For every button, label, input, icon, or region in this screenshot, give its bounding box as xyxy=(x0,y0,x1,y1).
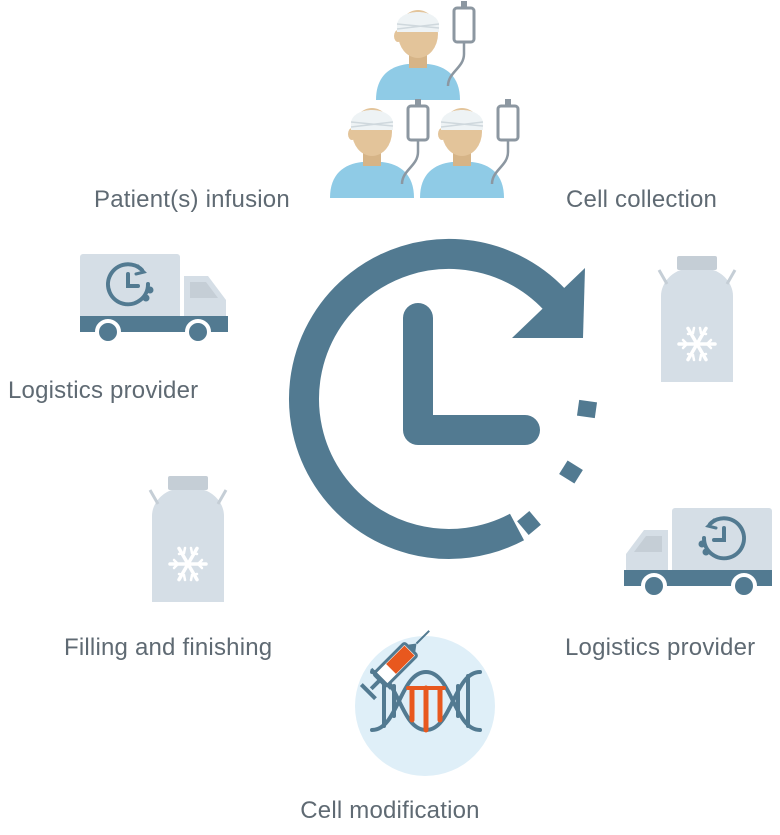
step-label-logistics-provider-right: Logistics provider xyxy=(565,634,756,661)
cryo-container-icon xyxy=(148,474,228,604)
step-label-cell-modification: Cell modification xyxy=(300,797,480,824)
clock-cycle-icon xyxy=(289,238,598,559)
step-label-cell-collection: Cell collection xyxy=(566,186,718,213)
step-label-logistics-provider-left: Logistics provider xyxy=(8,377,199,404)
step-label-filling-finishing: Filling and finishing xyxy=(64,634,273,661)
delivery-truck-icon xyxy=(78,252,230,345)
cryo-container-icon xyxy=(657,254,737,384)
dna-syringe-icon xyxy=(355,630,495,776)
step-label-patient-infusion: Patient(s) infusion xyxy=(94,186,290,213)
patients-iv-icon xyxy=(328,0,520,200)
delivery-truck-icon xyxy=(622,506,774,599)
